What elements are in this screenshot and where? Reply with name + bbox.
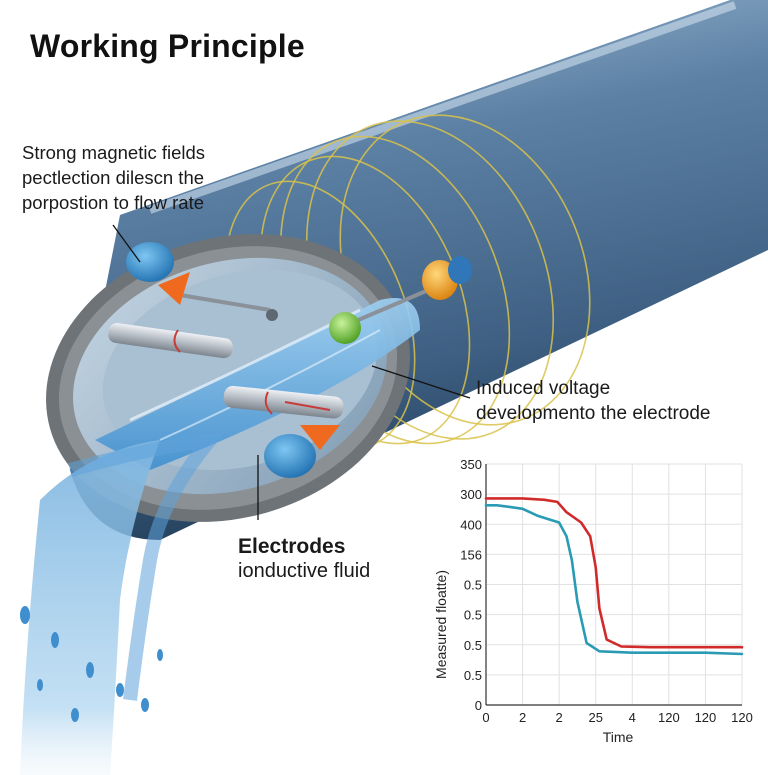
y-tick-label: 350 xyxy=(460,457,482,472)
page-title: Working Principle xyxy=(30,28,305,64)
electrode-orange xyxy=(422,256,472,300)
x-tick-labels: 0 2 2 25 4 120 120 120 xyxy=(482,710,752,725)
callout-line: developmento the electrode xyxy=(476,403,711,424)
y-tick-label: 0 xyxy=(475,698,482,713)
x-tick-label: 0 xyxy=(482,710,489,725)
y-axis-label: Measured floatte) xyxy=(433,570,449,679)
callout-line: porpostion to flow rate xyxy=(22,192,205,213)
x-tick-label: 2 xyxy=(556,710,563,725)
callout-line: Induced voltage xyxy=(476,378,611,399)
electrodes-subtext: ionductive fluid xyxy=(238,560,371,582)
rod-joint xyxy=(266,309,278,321)
callout-line: Strong magnetic fields xyxy=(22,142,206,163)
y-tick-labels: 350 300 400 156 0.5 0.5 0.5 0.5 0 xyxy=(460,457,482,713)
x-tick-label: 4 xyxy=(629,710,636,725)
magnet-top xyxy=(126,242,190,305)
y-tick-label: 0.5 xyxy=(464,578,482,593)
x-tick-label: 25 xyxy=(588,710,602,725)
y-tick-label: 156 xyxy=(460,547,482,562)
leader-lines xyxy=(112,224,471,520)
chart-series xyxy=(484,497,744,656)
x-tick-label: 120 xyxy=(731,710,753,725)
flow-chart: 350 300 400 156 0.5 0.5 0.5 0.5 0 0 2 2 25 4 120 120 12… xyxy=(433,457,753,745)
x-tick-label: 120 xyxy=(658,710,680,725)
electrodes-heading: Electrodes xyxy=(238,535,346,558)
chart-grid xyxy=(485,463,743,706)
y-tick-label: 0.5 xyxy=(464,608,482,623)
y-tick-label: 300 xyxy=(460,487,482,502)
series-line xyxy=(484,504,744,656)
x-tick-label: 2 xyxy=(519,710,526,725)
water-stream xyxy=(20,430,228,775)
callout-line: pectlection dilescn the xyxy=(22,167,205,188)
induced-voltage-callout: Induced voltage developmento the electro… xyxy=(476,376,711,426)
y-tick-label: 0.5 xyxy=(464,668,482,683)
magnetic-field-callout: Strong magnetic fields pectlection diles… xyxy=(22,140,205,215)
x-axis-label: Time xyxy=(603,729,634,745)
electrodes-callout: Electrodes ionductive fluid xyxy=(238,534,370,584)
series-line xyxy=(484,497,744,649)
magnet-bottom xyxy=(264,425,340,478)
x-tick-label: 120 xyxy=(695,710,717,725)
electrode-green xyxy=(329,312,361,344)
y-tick-label: 400 xyxy=(460,517,482,532)
y-tick-label: 0.5 xyxy=(464,638,482,653)
